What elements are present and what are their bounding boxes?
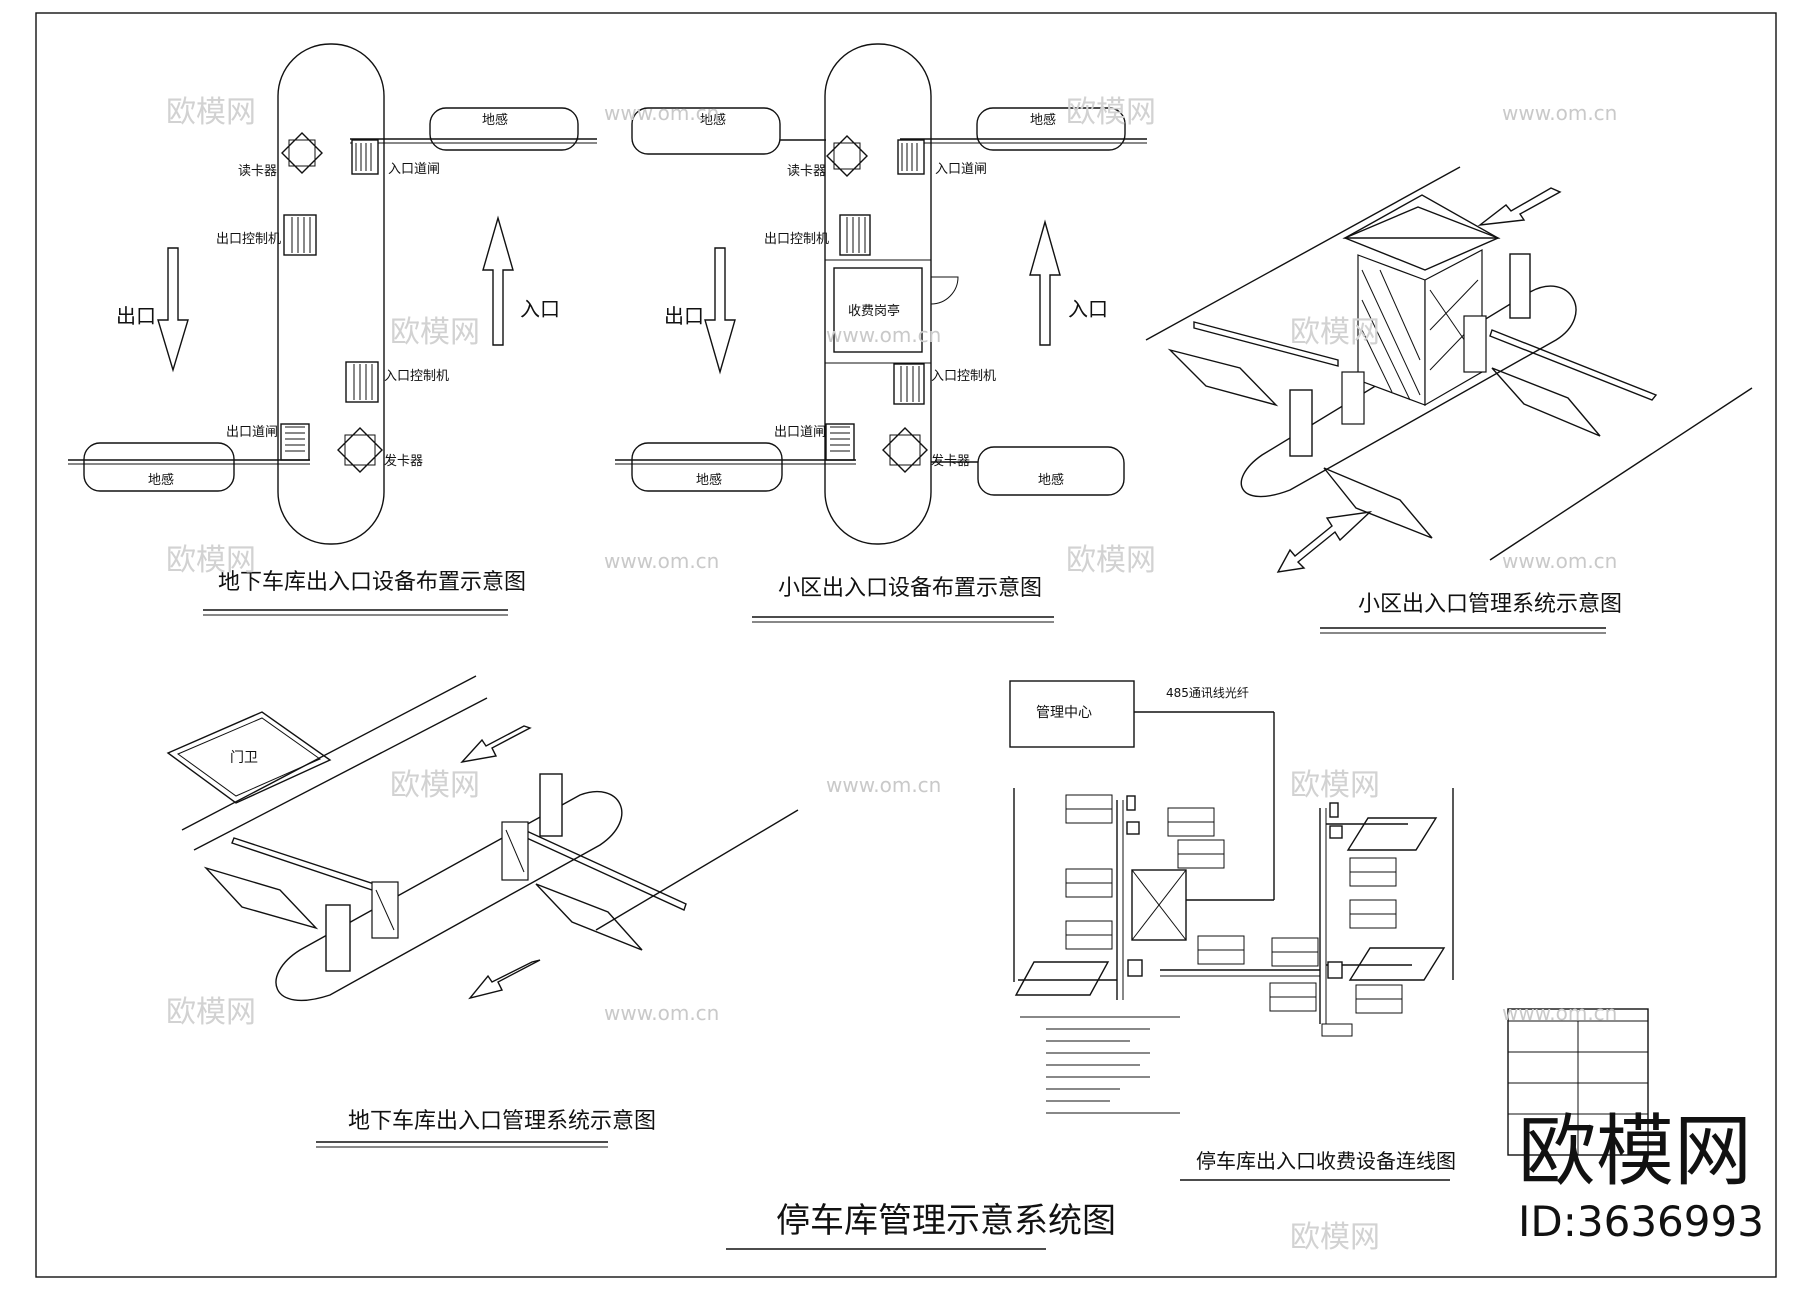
watermark-brand: 欧模网 bbox=[166, 95, 256, 130]
lane-island bbox=[277, 43, 385, 545]
card-reader-label: 读卡器 bbox=[787, 164, 826, 179]
watermark-brand: 欧模网 bbox=[1066, 95, 1156, 130]
exit-label: 出口 bbox=[664, 304, 704, 328]
card-reader-label: 读卡器 bbox=[238, 164, 277, 179]
loop-label-left: 地感 bbox=[700, 112, 726, 128]
flow-arrow-out bbox=[460, 725, 532, 764]
controller-left bbox=[1289, 389, 1313, 457]
loop-label-bottom-left: 地感 bbox=[696, 472, 722, 488]
watermark-site: www.om.cn bbox=[826, 323, 941, 347]
entrance-arrow bbox=[1029, 219, 1061, 346]
toll-booth-label: 收费岗亭 bbox=[848, 303, 900, 319]
flow-arrow-out bbox=[1477, 187, 1562, 226]
exit-gate-label: 出口道闸 bbox=[226, 425, 278, 440]
watermark-id: ID:3636993 bbox=[1518, 1197, 1764, 1246]
diagram-2-title: 小区出入口设备布置示意图 bbox=[778, 576, 1042, 601]
entrance-label: 入口 bbox=[1068, 297, 1108, 321]
diagram-wiring: 管理中心 485通讯线光纤 bbox=[1009, 680, 1649, 1181]
watermark-brand: 欧模网 bbox=[390, 315, 480, 350]
sheet-border bbox=[35, 12, 1777, 1278]
flow-arrow-in bbox=[468, 959, 541, 1000]
barrier-arm-right bbox=[517, 827, 687, 911]
card-issuer-label: 发卡器 bbox=[931, 453, 970, 469]
watermark-site: www.om.cn bbox=[604, 101, 719, 125]
barrier-arm-left bbox=[1193, 321, 1339, 367]
diagram-5-title: 停车库出入口收费设备连线图 bbox=[1196, 1149, 1456, 1173]
card-reader-icon bbox=[281, 132, 323, 174]
diagram-4-title: 地下车库出入口管理系统示意图 bbox=[348, 1109, 656, 1134]
loop-detector-bottom bbox=[83, 442, 235, 492]
guard-house bbox=[166, 711, 332, 804]
controller-right bbox=[539, 773, 563, 837]
watermark-brand: 欧模网 bbox=[1290, 1220, 1380, 1255]
watermarks: 欧模网 欧模网 欧模网 欧模网 欧模网 欧模网 欧模网 欧模网 欧模网 欧模网 … bbox=[166, 95, 1617, 1255]
gate-box-left bbox=[1341, 371, 1365, 425]
entry-controller-label: 入口控制机 bbox=[931, 369, 996, 384]
bus-label: 485通讯线光纤 bbox=[1166, 686, 1249, 700]
watermark-site: www.om.cn bbox=[1502, 101, 1617, 125]
loop-detector-top bbox=[429, 107, 579, 151]
watermark-site: www.om.cn bbox=[826, 773, 941, 797]
watermark-brand: 欧模网 bbox=[166, 995, 256, 1030]
entry-controller-label: 入口控制机 bbox=[384, 369, 449, 384]
barrier-arm-right bbox=[1489, 329, 1658, 401]
diagram-1-title: 地下车库出入口设备布置示意图 bbox=[218, 570, 526, 595]
exit-label: 出口 bbox=[116, 304, 156, 328]
loop-detector-right bbox=[976, 107, 1126, 151]
main-title: 停车库管理示意系统图 bbox=[776, 1201, 1116, 1241]
entry-gate-label: 入口道闸 bbox=[388, 162, 440, 177]
watermark-brand: 欧模网 bbox=[166, 543, 256, 578]
watermark-brand: 欧模网 bbox=[1290, 768, 1380, 803]
loop-label-bottom: 地感 bbox=[148, 472, 174, 488]
exit-gate bbox=[825, 423, 855, 461]
exit-gate bbox=[280, 423, 310, 461]
watermark-site: www.om.cn bbox=[604, 1001, 719, 1025]
watermark-site: www.om.cn bbox=[604, 549, 719, 573]
diagram-3-title: 小区出入口管理系统示意图 bbox=[1358, 592, 1622, 617]
card-issuer-label: 发卡器 bbox=[384, 453, 423, 469]
diagram-underground-layout: 地感 入口道闸 读卡器 出口控制机 出口 入口 入口控制机 出口道闸 发卡器 bbox=[68, 43, 597, 616]
management-center-box bbox=[1009, 680, 1135, 748]
entrance-arrow bbox=[482, 215, 514, 346]
watermark-brand: 欧模网 bbox=[390, 768, 480, 803]
exit-controller bbox=[283, 214, 317, 256]
watermark-site: www.om.cn bbox=[1502, 549, 1617, 573]
management-center-label: 管理中心 bbox=[1036, 705, 1092, 721]
loop-label-top: 地感 bbox=[482, 112, 508, 128]
diagram-residential-isometric: 小区出入口管理系统示意图 bbox=[1145, 166, 1753, 634]
control-box bbox=[1131, 869, 1187, 941]
loop-detector-bottom-left bbox=[631, 442, 783, 492]
watermark-brand: 欧模网 bbox=[1290, 315, 1380, 350]
loop-detector-bottom-right bbox=[977, 446, 1125, 496]
exit-arrow bbox=[157, 247, 189, 373]
card-reader-icon bbox=[826, 135, 868, 177]
exit-arrow bbox=[704, 247, 736, 375]
watermark-logo: 欧模网 bbox=[1518, 1107, 1752, 1197]
gate-box-right bbox=[1463, 315, 1487, 373]
entrance-label: 入口 bbox=[520, 297, 560, 321]
entry-controller bbox=[345, 361, 379, 403]
loop-detector-left bbox=[631, 107, 781, 155]
diagram-residential-layout: 地感 地感 读卡器 入口道闸 出口控制机 收费岗亭 出口 入口 入口控制机 bbox=[615, 43, 1147, 623]
toll-booth bbox=[833, 267, 923, 353]
loop-label-bottom-right: 地感 bbox=[1038, 472, 1064, 488]
guard-house-label: 门卫 bbox=[230, 750, 258, 766]
flow-arrow-in bbox=[1276, 511, 1373, 573]
watermark-site: www.om.cn bbox=[1502, 1001, 1617, 1025]
controller-left bbox=[325, 904, 351, 972]
exit-gate-label: 出口道闸 bbox=[774, 425, 826, 440]
diagram-underground-isometric: 门卫 地下车库出入口管理系统示意图 bbox=[166, 675, 799, 1148]
exit-controller-label: 出口控制机 bbox=[216, 232, 281, 247]
entry-gate-label: 入口道闸 bbox=[935, 162, 987, 177]
exit-controller-label: 出口控制机 bbox=[764, 232, 829, 247]
lane-island bbox=[824, 43, 932, 545]
loop-label-right: 地感 bbox=[1030, 112, 1056, 128]
controller-right bbox=[1509, 253, 1531, 319]
watermark-brand: 欧模网 bbox=[1066, 543, 1156, 578]
